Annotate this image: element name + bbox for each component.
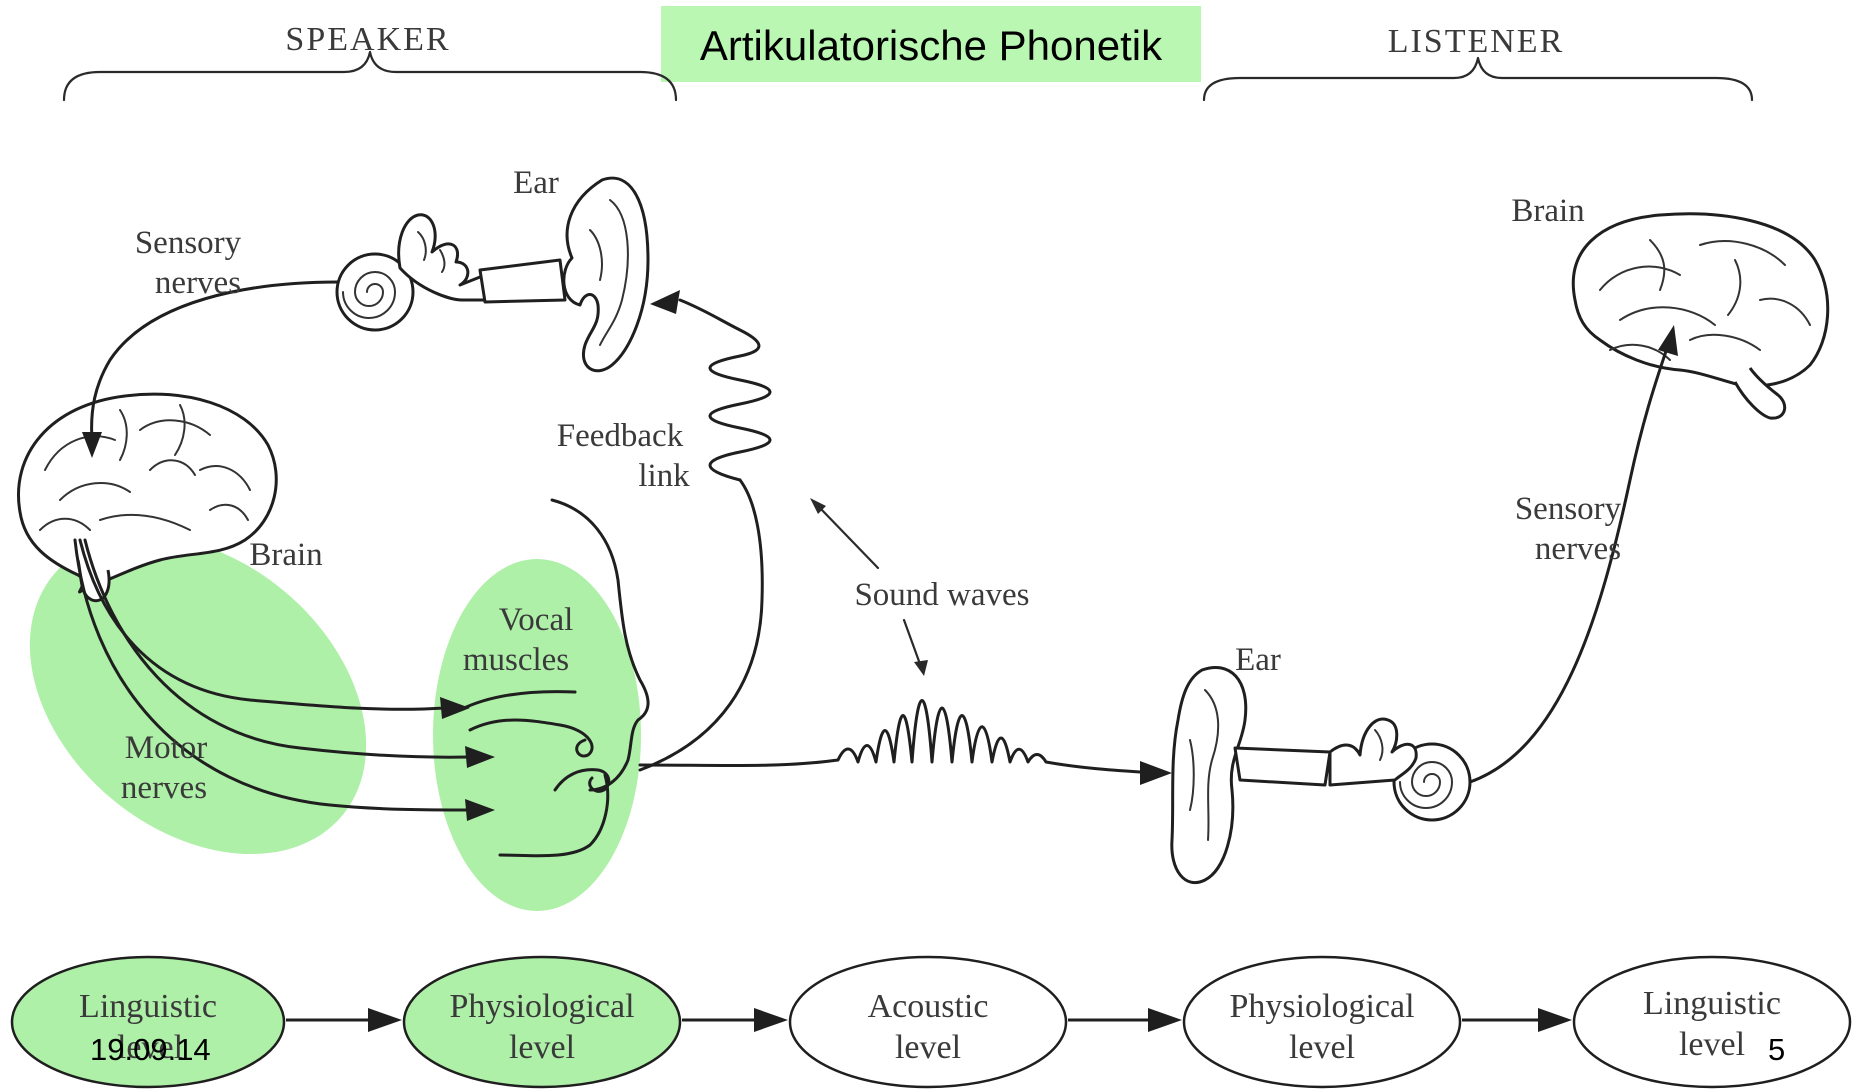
motor-nerves-label-1: Motor (125, 730, 208, 766)
speaker-ear-icon (564, 178, 648, 371)
level-chain: Linguistic level Physiological level Aco… (12, 957, 1850, 1087)
level-2-line1: Physiological (449, 988, 634, 1025)
sound-waves-label: Sound waves (854, 577, 1029, 613)
sound-waves-pointer-up (820, 508, 878, 568)
listener-ear-label: Ear (1235, 642, 1281, 678)
speaker-sensory-label-1: Sensory (135, 225, 242, 261)
page-title: Artikulatorische Phonetik (700, 22, 1163, 69)
level-5-line1: Linguistic (1643, 985, 1781, 1022)
level-4-line1: Physiological (1229, 988, 1414, 1025)
speaker-brace (64, 52, 676, 100)
listener-header: LISTENER (1388, 23, 1565, 60)
speaker-cochlea-icon (337, 215, 565, 330)
listener-brain-label: Brain (1511, 193, 1584, 229)
level-3-line2: level (895, 1029, 961, 1066)
level-3-line1: Acoustic (868, 988, 989, 1025)
motor-nerves-label-2: nerves (121, 770, 207, 806)
speaker-ear-label: Ear (513, 165, 559, 201)
listener-sensory-label-1: Sensory (1515, 491, 1622, 527)
feedback-path (640, 480, 762, 770)
listener-cochlea-icon (1330, 719, 1470, 820)
listener-brace (1204, 58, 1752, 100)
feedback-wave (680, 300, 770, 480)
level-node-5 (1574, 957, 1850, 1087)
speaker-sensory-label-2: nerves (155, 265, 241, 301)
footer-page-number: 5 (1768, 1032, 1785, 1067)
feedback-label-2: link (638, 458, 690, 494)
listener-ear-icon (1172, 667, 1330, 882)
level-4-line2: level (1289, 1029, 1355, 1066)
listener-sensory-label-2: nerves (1535, 531, 1621, 567)
level-2-line2: level (509, 1029, 575, 1066)
speaker-brain-label: Brain (249, 537, 322, 573)
sound-wave-main (640, 701, 1140, 773)
sound-waves-pointer-down (904, 620, 920, 664)
feedback-label-1: Feedback (557, 418, 684, 454)
level-1-line1: Linguistic (79, 988, 217, 1025)
sound-wave-arrowhead (1140, 761, 1172, 785)
footer-date: 19.09.14 (90, 1032, 211, 1067)
listener-brain-icon (1573, 214, 1827, 418)
feedback-arrowhead (650, 290, 680, 314)
speaker-header: SPEAKER (285, 21, 450, 58)
vocal-muscles-label-2: muscles (463, 642, 569, 678)
level-5-line2: level (1679, 1026, 1745, 1063)
vocal-muscles-label-1: Vocal (499, 602, 574, 638)
